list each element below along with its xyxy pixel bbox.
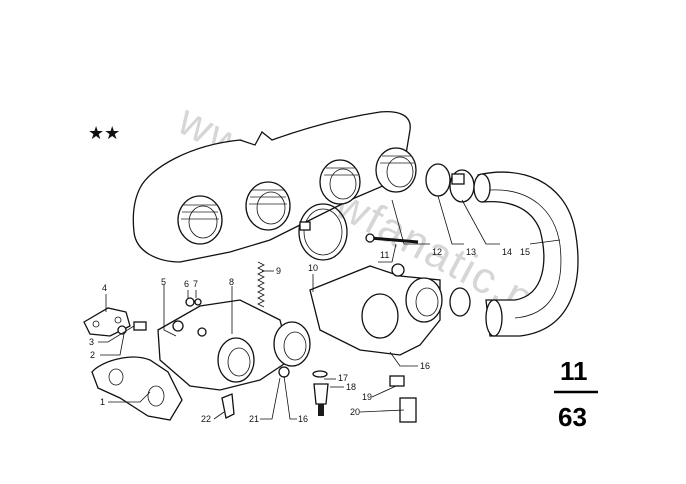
- rubber-hose: [473, 171, 579, 337]
- intake-stub-3: [319, 159, 361, 205]
- callout-22: 22: [201, 414, 211, 424]
- callout-21: 21: [249, 414, 259, 424]
- callout-17: 17: [338, 373, 348, 383]
- group-number: 11 63: [554, 356, 598, 432]
- stars-mark: ★★: [88, 123, 120, 144]
- callout-9: 9: [276, 266, 281, 276]
- callout-12: 12: [432, 247, 442, 257]
- callout-18: 18: [346, 382, 356, 392]
- callout-16-right: 16: [420, 361, 430, 371]
- callout-20: 20: [350, 407, 360, 417]
- callout-6: 6: [184, 279, 189, 289]
- callout-1: 1: [100, 397, 105, 407]
- connector-plug: [389, 375, 417, 423]
- o-ring-13: [425, 163, 451, 197]
- callout-labels: 1 2 3 4 5 6 7 8 9 10 11 12 13 14 15 16 1…: [89, 247, 530, 424]
- callout-11: 11: [380, 250, 389, 260]
- callout-5: 5: [161, 277, 166, 287]
- lower-manifold-right: [309, 265, 471, 356]
- flange-gasket: [91, 356, 183, 421]
- callout-16-left: 16: [298, 414, 308, 424]
- callout-3: 3: [89, 337, 94, 347]
- group-number-bottom: 63: [558, 402, 587, 432]
- hose-clamp-upper: [449, 169, 475, 203]
- washer-21: [278, 366, 290, 378]
- clamp-ring: [298, 203, 348, 261]
- callout-14: 14: [502, 247, 512, 257]
- callout-15: 15: [520, 247, 530, 257]
- callout-8: 8: [229, 277, 234, 287]
- temperature-sender: [312, 370, 329, 416]
- return-spring: [257, 261, 265, 308]
- stud-bolt: [365, 233, 419, 277]
- intake-stub-1: [177, 195, 223, 245]
- intake-manifold-upper: [132, 110, 417, 263]
- callout-7: 7: [193, 279, 198, 289]
- callout-10: 10: [308, 263, 318, 273]
- intake-stub-4: [375, 147, 417, 193]
- leader-lines: [98, 195, 561, 420]
- callout-13: 13: [466, 247, 476, 257]
- callout-4: 4: [102, 283, 107, 293]
- callout-19: 19: [362, 392, 372, 402]
- lower-manifold-left: [157, 299, 311, 391]
- callout-2: 2: [90, 350, 95, 360]
- group-number-top: 11: [560, 356, 588, 386]
- clip-22: [221, 393, 235, 419]
- intake-stub-2: [245, 181, 291, 231]
